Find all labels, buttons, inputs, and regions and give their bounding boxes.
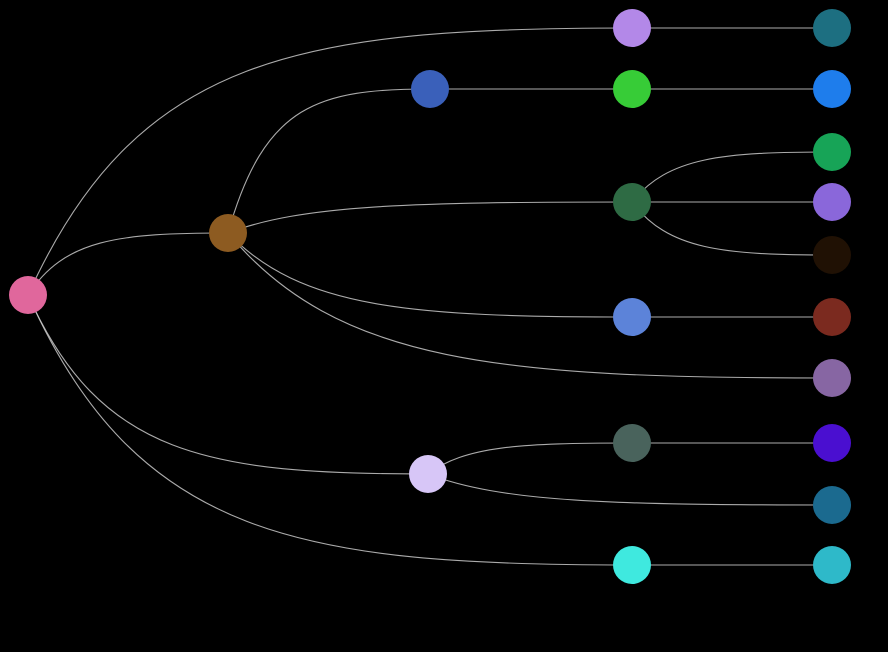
tree-node-mid-darkgreen[interactable] — [613, 183, 651, 221]
tree-node-root[interactable] — [9, 276, 47, 314]
tree-node-mid-slate[interactable] — [613, 424, 651, 462]
tree-node-internal-lavender[interactable] — [409, 455, 447, 493]
tree-node-leaf-darkred[interactable] — [813, 298, 851, 336]
tree-node-leaf-darkbrown[interactable] — [813, 236, 851, 274]
tree-node-mid-green[interactable] — [613, 70, 651, 108]
tree-edge-internal-lavender-leaf-steelteal — [427, 473, 833, 506]
tree-node-mid-amethyst[interactable] — [613, 9, 651, 47]
tree-edge-internal-brown-mid-darkgreen — [227, 201, 633, 234]
tree-edge-root-mid-cyan — [27, 294, 633, 566]
tree-node-leaf-violet[interactable] — [813, 424, 851, 462]
tree-edge-root-internal-brown — [27, 232, 229, 296]
tree-edge-mid-darkgreen-leaf-darkbrown — [631, 201, 833, 256]
tree-node-leaf-mauve[interactable] — [813, 359, 851, 397]
tree-node-leaf-steelteal[interactable] — [813, 486, 851, 524]
tree-node-leaf-azure[interactable] — [813, 70, 851, 108]
tree-node-mid-cornflower[interactable] — [613, 298, 651, 336]
tree-node-internal-blue[interactable] — [411, 70, 449, 108]
tree-edge-root-internal-lavender — [27, 294, 429, 475]
tree-node-mid-cyan[interactable] — [613, 546, 651, 584]
tree-edge-internal-brown-mid-cornflower — [227, 232, 633, 318]
tree-edge-root-mid-amethyst — [27, 27, 633, 296]
tree-edge-mid-darkgreen-leaf-emerald — [631, 151, 833, 203]
tree-node-leaf-purple[interactable] — [813, 183, 851, 221]
tree-edge-internal-lavender-mid-slate — [427, 442, 633, 475]
tree-node-leaf-teal[interactable] — [813, 9, 851, 47]
tree-edge-internal-brown-internal-blue — [227, 88, 431, 234]
tree-node-leaf-turquoise[interactable] — [813, 546, 851, 584]
tree-node-internal-brown[interactable] — [209, 214, 247, 252]
tree-node-leaf-emerald[interactable] — [813, 133, 851, 171]
tree-edge-internal-brown-leaf-mauve — [227, 232, 833, 379]
